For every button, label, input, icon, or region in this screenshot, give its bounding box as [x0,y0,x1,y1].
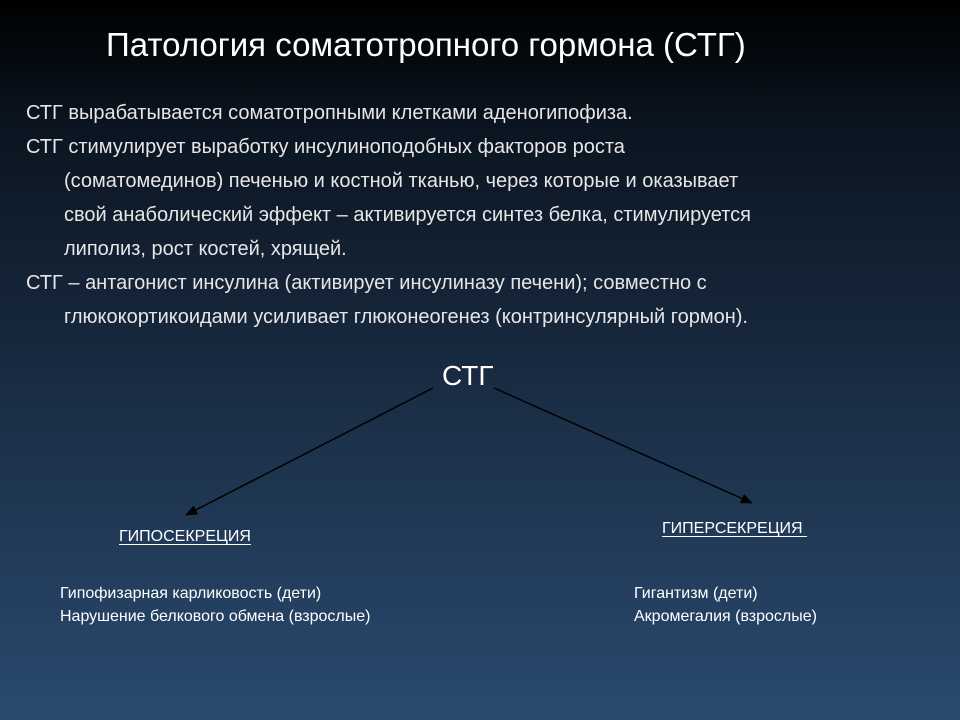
bullet-line: глюкокортикоидами усиливает глюконеогене… [64,306,748,328]
bullet-item: СТГ вырабатывается соматотропными клетка… [26,96,926,130]
hypersecretion-label: ГИПЕРСЕКРЕЦИЯ [662,520,808,537]
bullet-line: липолиз, рост костей, хрящей. [64,238,347,260]
slide-title: Патология соматотропного гормона (СТГ) [106,26,746,63]
bullet-item: СТГ стимулирует выработку инсулиноподобн… [26,130,926,266]
bullet-line: свой анаболический эффект – активируется… [64,204,751,226]
hypersecretion-list: Гигантизм (дети) Акромегалия (взрослые) [634,582,817,628]
list-item: Акромегалия (взрослые) [634,608,817,625]
bullet-line: СТГ вырабатывается соматотропными клетка… [26,102,633,124]
bullet-line: СТГ – антагонист инсулина (активирует ин… [26,272,707,294]
list-item: Нарушение белкового обмена (взрослые) [60,608,371,625]
bullet-item: СТГ – антагонист инсулина (активирует ин… [26,266,926,334]
list-item: Гигантизм (дети) [634,585,758,602]
bullet-line: (соматомединов) печенью и костной тканью… [64,170,739,192]
bullet-list: СТГ вырабатывается соматотропными клетка… [26,96,926,334]
diagram-root-label: СТГ [442,360,494,391]
arrow-to-hyposecretion [185,387,434,516]
hyposecretion-list: Гипофизарная карликовость (дети) Нарушен… [60,582,370,628]
list-item: Гипофизарная карликовость (дети) [60,585,322,602]
arrow-to-hypersecretion [493,387,753,504]
hyposecretion-label: ГИПОСЕКРЕЦИЯ [119,528,251,545]
bullet-line: СТГ стимулирует выработку инсулиноподобн… [26,136,625,158]
